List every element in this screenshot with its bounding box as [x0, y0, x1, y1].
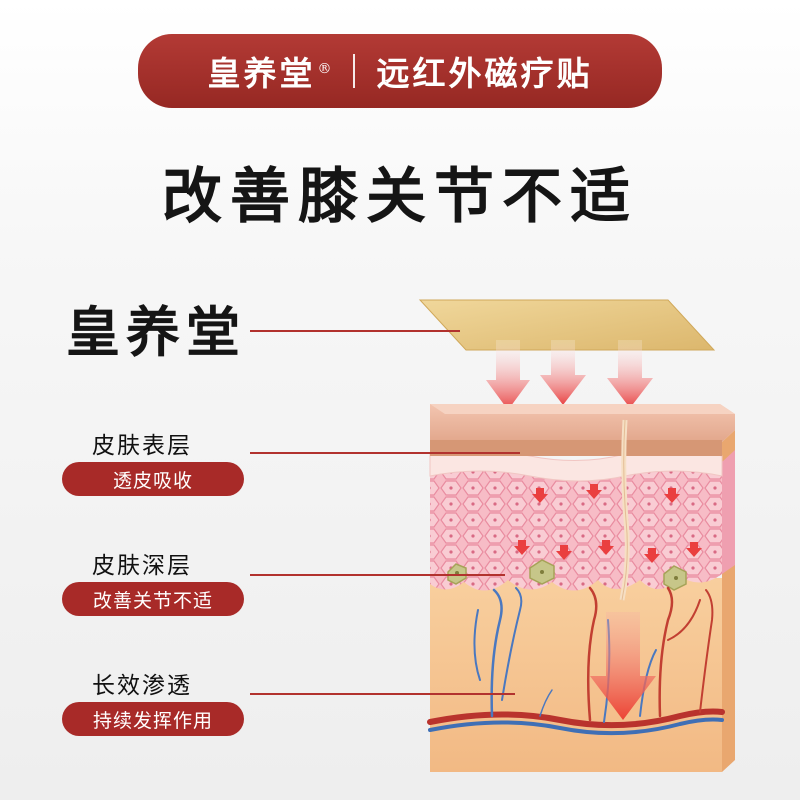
layer-tag-long: 持续发挥作用	[62, 702, 244, 736]
banner-divider	[352, 54, 355, 88]
patch-label: 皇养堂	[66, 300, 246, 364]
leader-line-patch	[250, 330, 460, 332]
layer-title-long: 长效渗透	[92, 673, 192, 699]
headline: 改善膝关节不适	[162, 162, 638, 232]
penetration-arrows	[486, 340, 653, 410]
layer-title-surface: 皮肤表层	[92, 433, 192, 459]
layer-tag-surface: 透皮吸收	[62, 462, 244, 496]
leader-line-long	[250, 693, 515, 695]
magnetic-patch	[418, 299, 716, 351]
leader-line-deep	[250, 574, 505, 576]
deep-penetration-arrow	[590, 612, 656, 720]
banner-brand: 皇养堂®	[207, 54, 335, 93]
banner-product: 远红外磁疗贴	[376, 54, 593, 93]
title-banner: 皇养堂® 远红外磁疗贴	[138, 34, 662, 108]
leader-line-surface	[250, 452, 520, 454]
layer-tag-deep: 改善关节不适	[62, 582, 244, 616]
deep-tissue-layer	[430, 578, 722, 772]
layer-title-deep: 皮肤深层	[92, 553, 192, 579]
registered-mark: ®	[317, 61, 335, 77]
